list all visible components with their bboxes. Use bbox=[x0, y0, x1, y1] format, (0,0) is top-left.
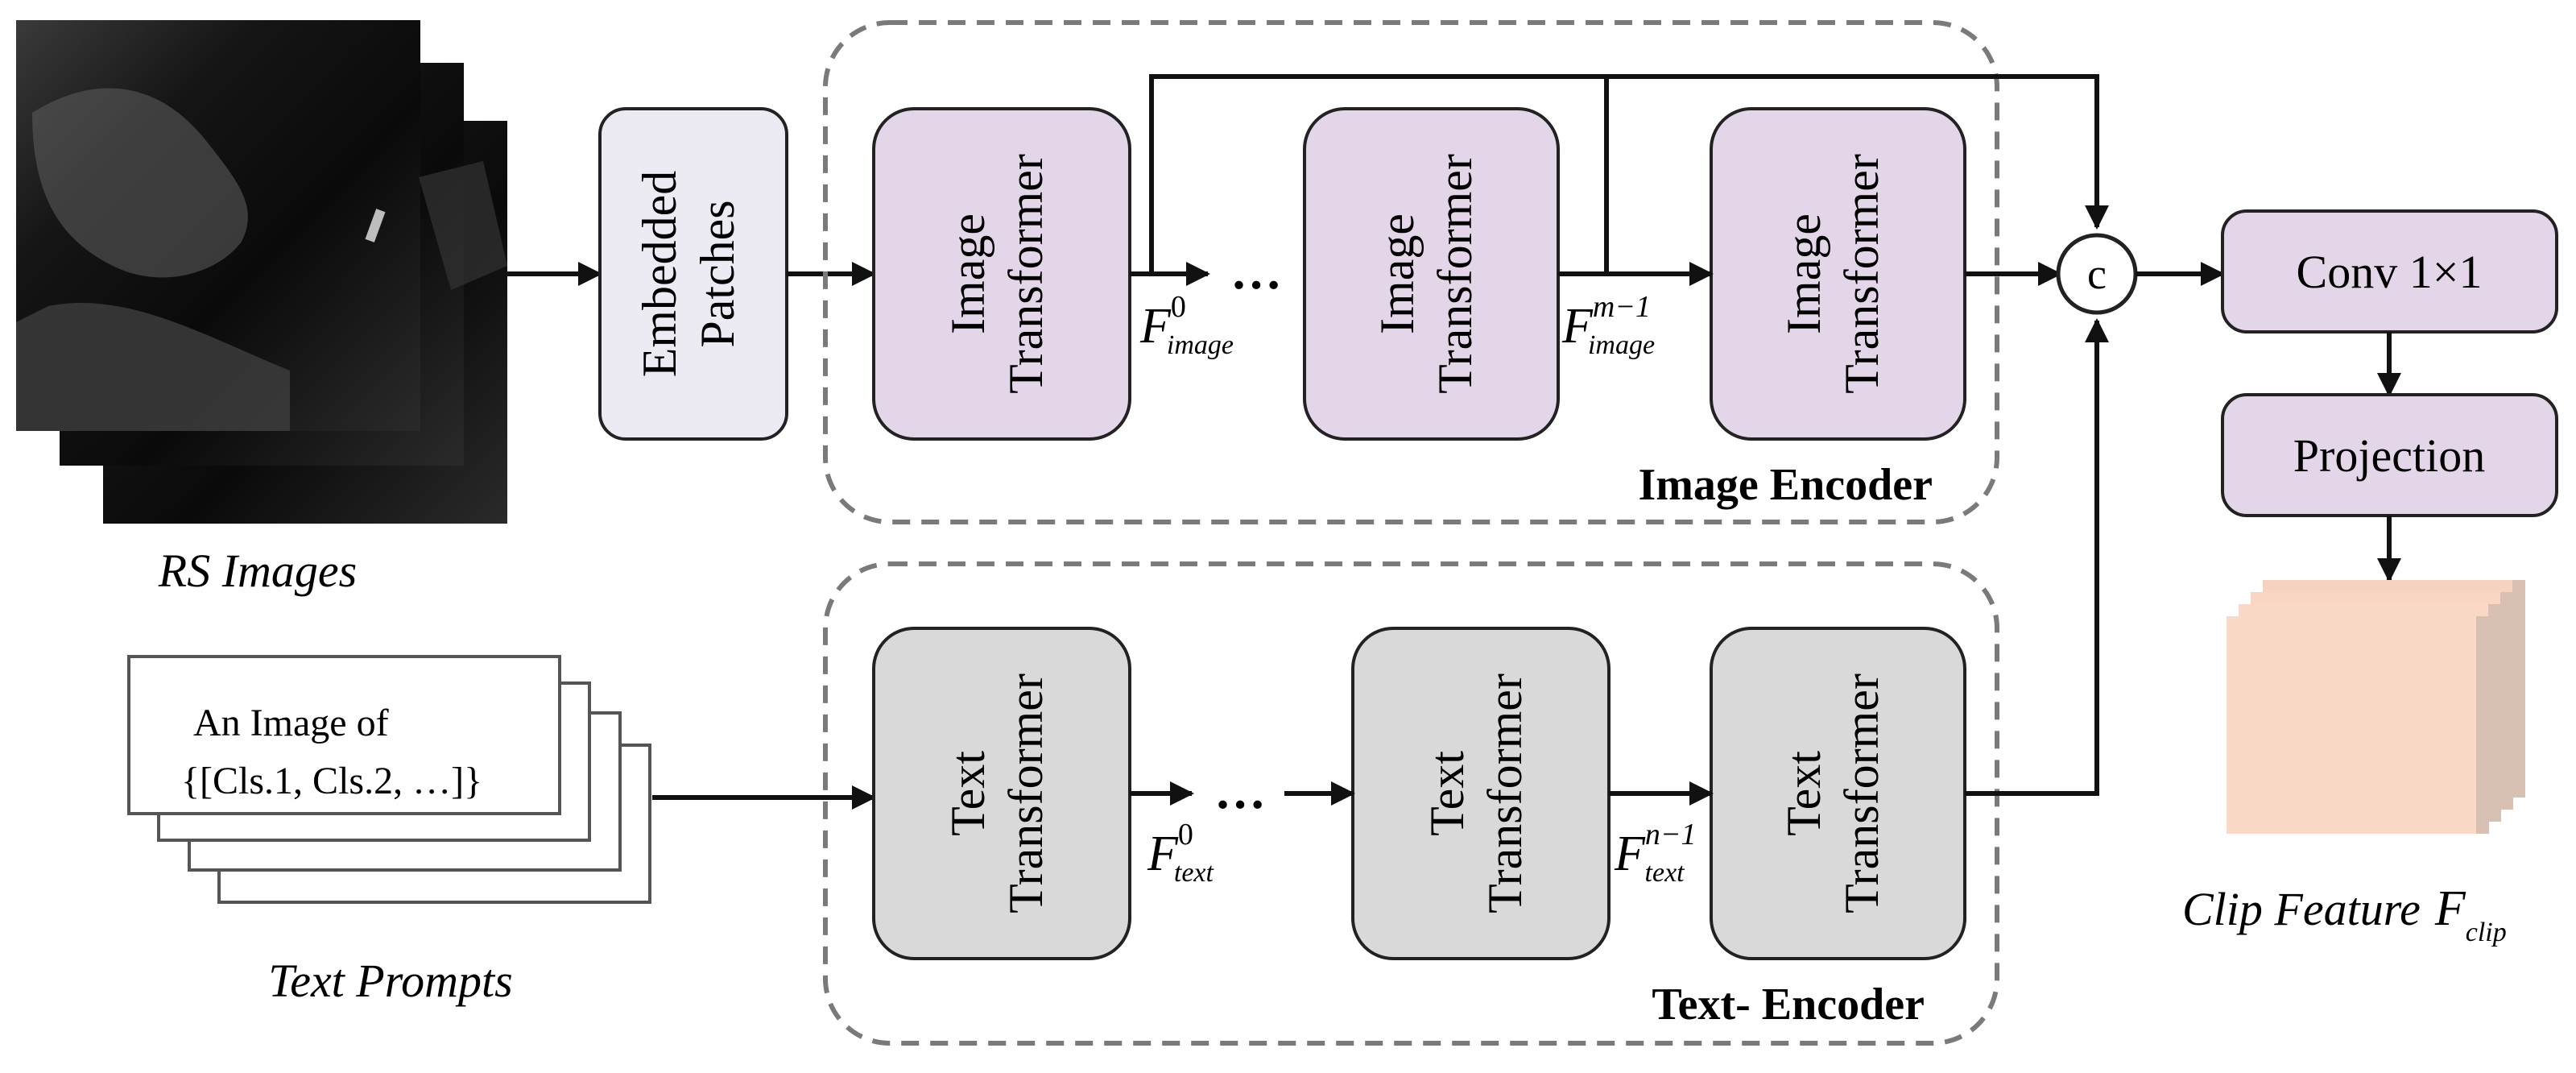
image-transformer-2-line1: Image bbox=[1371, 213, 1424, 334]
clip-feature-stack bbox=[2227, 580, 2525, 834]
image-transformer-3-line2: Transformer bbox=[1835, 154, 1888, 394]
projection-label: Projection bbox=[2293, 429, 2485, 482]
conv-1x1-label: Conv 1×1 bbox=[2297, 246, 2483, 298]
text-transformer-1-line2: Transformer bbox=[999, 673, 1052, 914]
image-transformer-2-line2: Transformer bbox=[1429, 154, 1482, 394]
text-transformer-3-line2: Transformer bbox=[1835, 673, 1888, 914]
image-ellipsis: … bbox=[1230, 242, 1282, 300]
text-encoder-title: Text- Encoder bbox=[1652, 980, 1925, 1030]
concat-symbol: c bbox=[2087, 250, 2107, 298]
text-prompt-line2: {[Cls.1, Cls.2, …]} bbox=[181, 760, 482, 802]
image-encoder-container bbox=[823, 20, 1999, 524]
text-encoder-container bbox=[823, 561, 1999, 1046]
text-prompts-label: Text Prompts bbox=[268, 955, 512, 1007]
image-transformer-1-line2: Transformer bbox=[999, 154, 1052, 394]
text-transformer-2-line2: Transformer bbox=[1478, 673, 1532, 914]
rs-images-stack bbox=[16, 20, 507, 524]
embedded-patches-line2: Patches bbox=[691, 200, 744, 347]
text-prompt-line1: An Image of bbox=[193, 702, 389, 744]
text-prompts-stack bbox=[127, 655, 651, 904]
embedded-patches-line1: Embedded bbox=[633, 171, 686, 378]
text-ellipsis: … bbox=[1214, 762, 1266, 819]
image-encoder-title: Image Encoder bbox=[1638, 460, 1933, 510]
image-transformer-3-line1: Image bbox=[1777, 213, 1830, 334]
text-transformer-1-line1: Text bbox=[941, 751, 994, 836]
rs-images-label: RS Images bbox=[158, 545, 357, 597]
text-transformer-3-line1: Text bbox=[1777, 751, 1830, 836]
image-transformer-1-line1: Image bbox=[941, 213, 994, 334]
text-transformer-2-line1: Text bbox=[1420, 751, 1474, 836]
